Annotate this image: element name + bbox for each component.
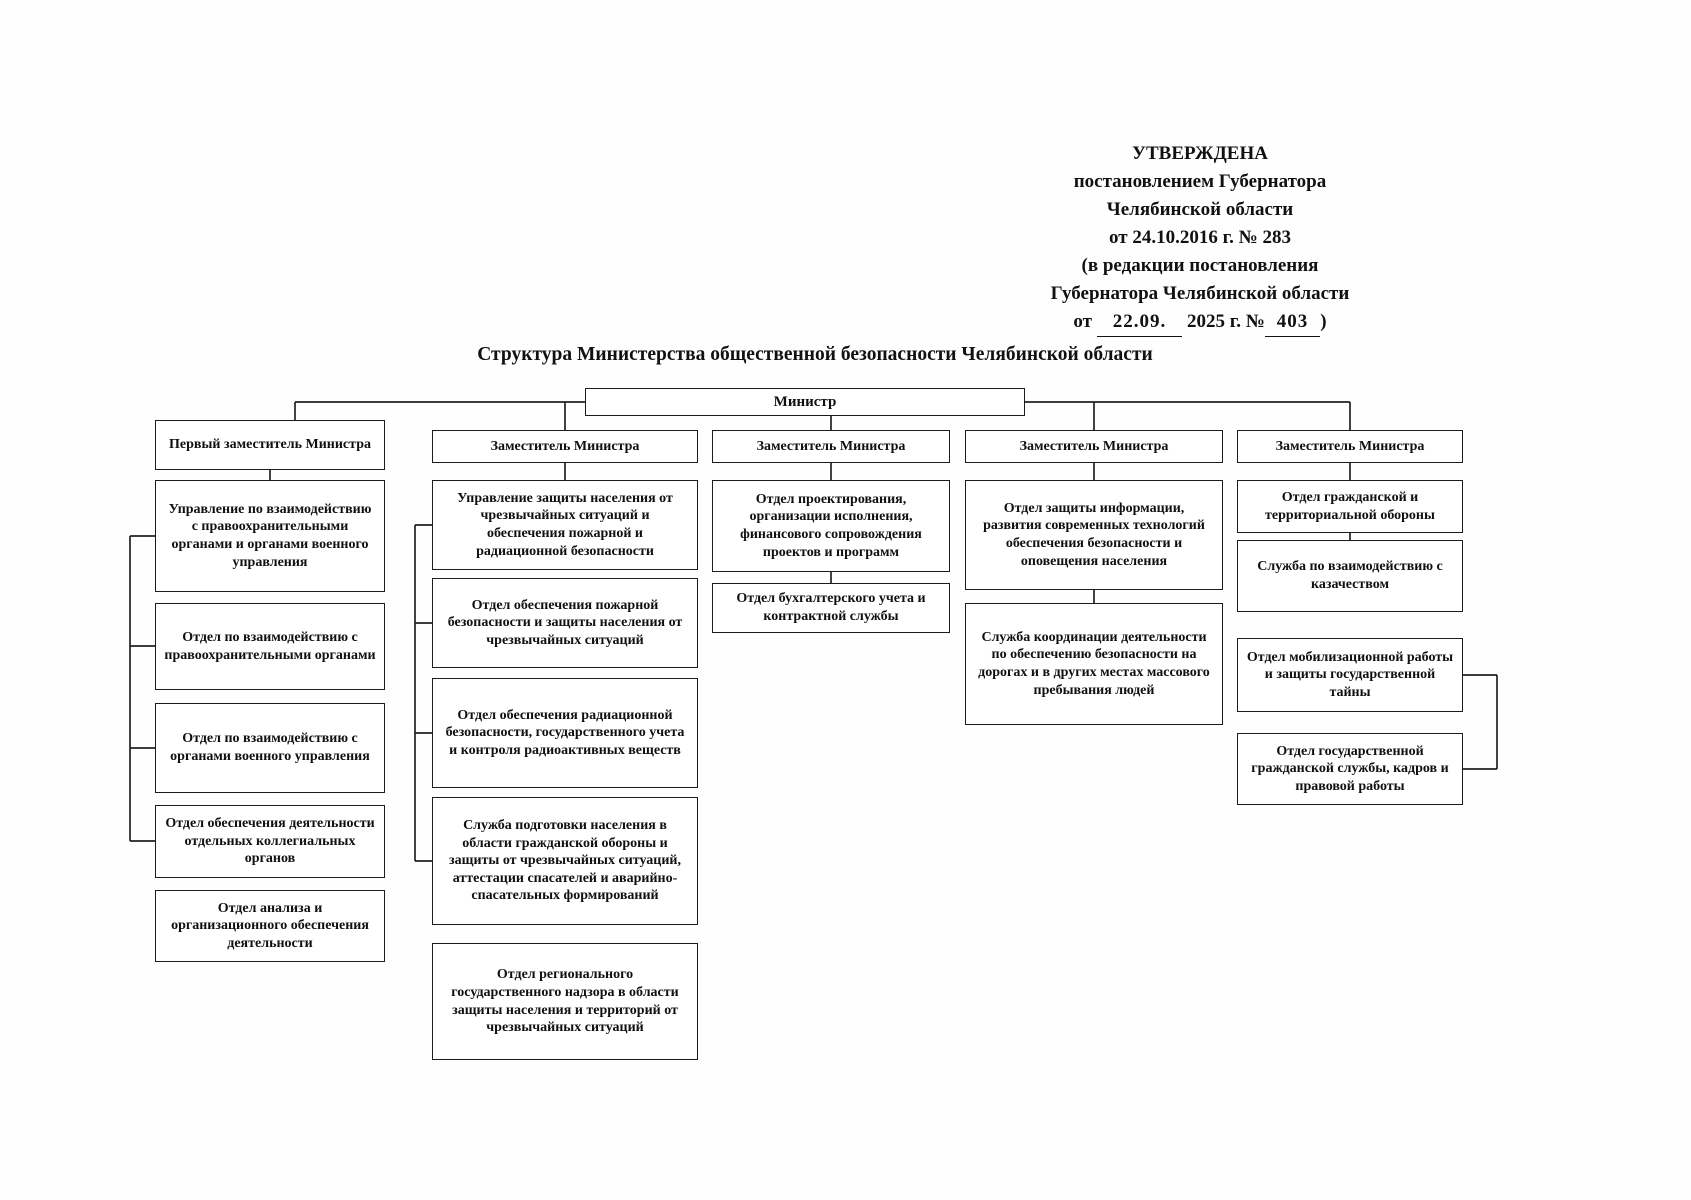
org-box-deputy-3: Заместитель Министра xyxy=(712,430,950,463)
approval-line: Челябинской области xyxy=(1106,199,1294,220)
org-box-col1-unit4: Отдел обеспечения деятельности отдельных… xyxy=(155,805,385,878)
page-title: Структура Министерства общественной безо… xyxy=(477,344,1153,365)
approval-prefix: от xyxy=(1073,311,1092,332)
org-box-deputy-2: Заместитель Министра xyxy=(432,430,698,463)
approval-line: Губернатора Челябинской области xyxy=(1050,283,1350,304)
org-box-col2-unit4: Служба подготовки населения в области гр… xyxy=(432,797,698,925)
org-box-deputy-4: Заместитель Министра xyxy=(965,430,1223,463)
org-box-col4-unit2: Служба координации деятельности по обесп… xyxy=(965,603,1223,725)
org-box-deputy-5: Заместитель Министра xyxy=(1237,430,1463,463)
org-box-col3-unit1: Отдел проектирования, организации исполн… xyxy=(712,480,950,572)
org-box-col2-unit2: Отдел обеспечения пожарной безопасности … xyxy=(432,578,698,668)
org-box-minister: Министр xyxy=(585,388,1025,416)
org-box-col5-unit2: Служба по взаимодействию с казачеством xyxy=(1237,540,1463,612)
org-box-first-deputy: Первый заместитель Министра xyxy=(155,420,385,470)
org-box-col1-unit2: Отдел по взаимодействию с правоохранител… xyxy=(155,603,385,690)
approval-date: 22.09. xyxy=(1096,308,1183,337)
org-box-col5-unit1: Отдел гражданской и территориальной обор… xyxy=(1237,480,1463,533)
approval-block: УТВЕРЖДЕНА постановлением Губернатора Че… xyxy=(985,140,1415,337)
org-box-col3-unit2: Отдел бухгалтерского учета и контрактной… xyxy=(712,583,950,633)
org-box-col1-unit3: Отдел по взаимодействию с органами военн… xyxy=(155,703,385,793)
org-box-col2-unit3: Отдел обеспечения радиационной безопасно… xyxy=(432,678,698,788)
approval-line: от 24.10.2016 г. № 283 xyxy=(1109,227,1291,248)
approval-line: постановлением Губернатора xyxy=(1073,171,1327,192)
org-box-col1-unit1: Управление по взаимодействию с правоохра… xyxy=(155,480,385,592)
org-box-col5-unit4: Отдел государственной гражданской службы… xyxy=(1237,733,1463,805)
org-box-col2-unit1: Управление защиты населения от чрезвычай… xyxy=(432,480,698,570)
approval-number: 403 xyxy=(1264,308,1321,337)
approval-line: УТВЕРЖДЕНА xyxy=(1132,143,1268,164)
approval-middle: 2025 г. № xyxy=(1186,311,1265,332)
org-box-col4-unit1: Отдел защиты информации, развития соврем… xyxy=(965,480,1223,590)
org-box-col1-unit5: Отдел анализа и организационного обеспеч… xyxy=(155,890,385,962)
approval-suffix: ) xyxy=(1320,311,1327,332)
org-box-col5-unit3: Отдел мобилизационной работы и защиты го… xyxy=(1237,638,1463,712)
approval-line: (в редакции постановления xyxy=(1081,255,1319,276)
org-box-col2-unit5: Отдел регионального государственного над… xyxy=(432,943,698,1060)
